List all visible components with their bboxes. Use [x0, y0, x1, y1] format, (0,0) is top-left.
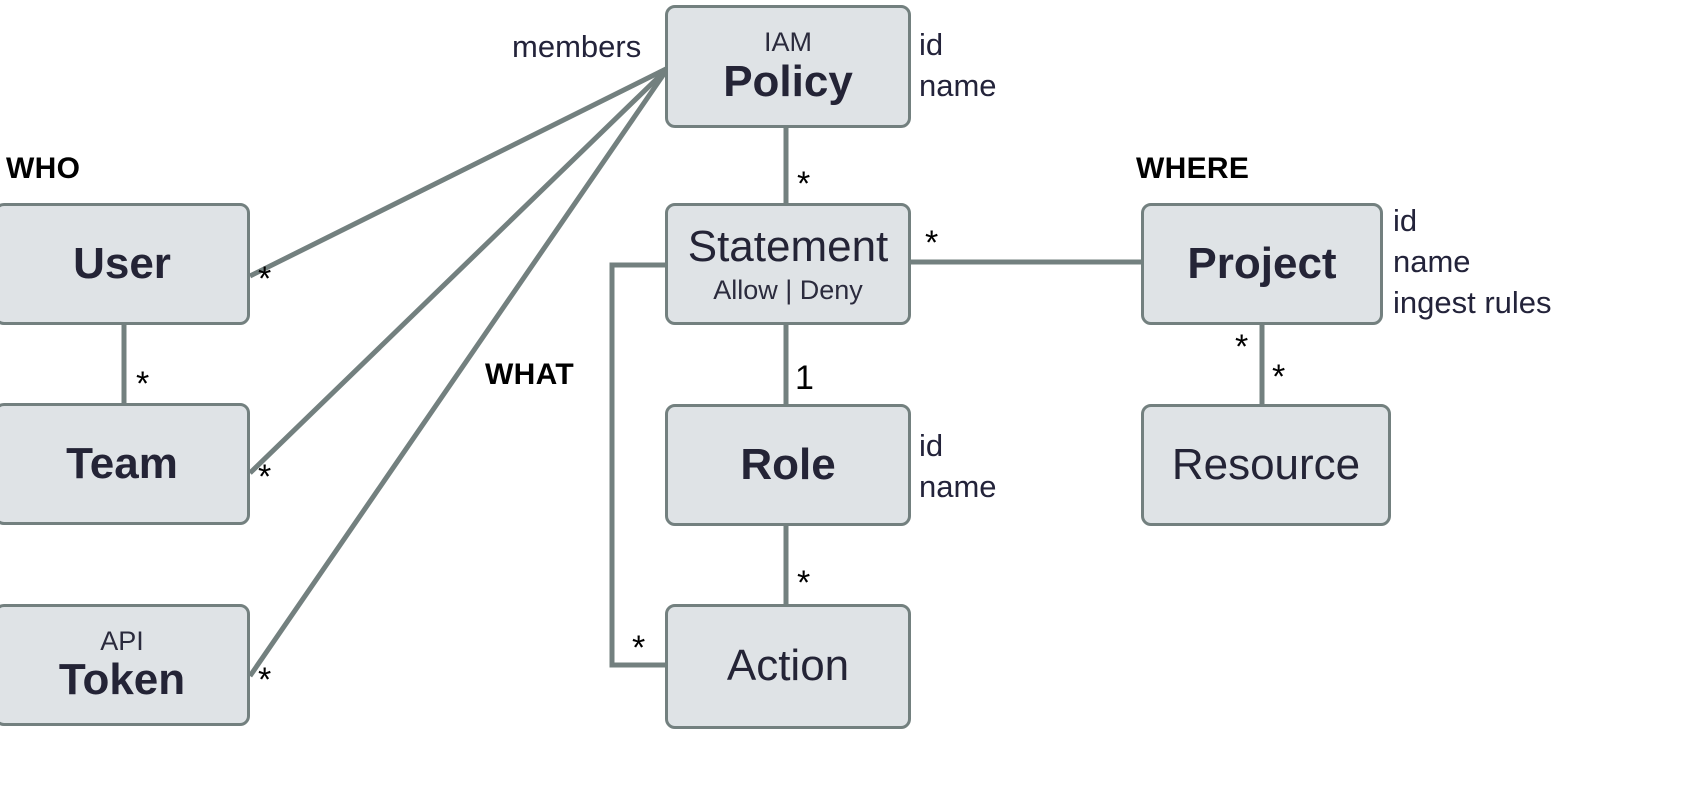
edge-statement-action: [609, 262, 665, 668]
multiplicity-user-policy: *: [258, 260, 272, 298]
node-team-title: Team: [66, 438, 178, 488]
multiplicity-user-team: *: [136, 365, 150, 403]
node-role[interactable]: Role: [665, 404, 911, 526]
node-resource-title: Resource: [1171, 439, 1361, 489]
node-project-title: Project: [1187, 238, 1337, 288]
node-statement[interactable]: Statement Allow | Deny: [665, 203, 911, 325]
multiplicity-statement-role: 1: [795, 359, 814, 397]
group-label-what: WHAT: [485, 358, 574, 391]
node-project[interactable]: Project: [1141, 203, 1383, 325]
node-policy-kicker: IAM: [763, 27, 812, 58]
node-api-token[interactable]: API Token: [0, 604, 250, 726]
edge-user-policy: [248, 65, 670, 279]
edge-label-members: members: [512, 29, 642, 64]
multiplicity-project-resource-bottom: *: [1272, 358, 1286, 396]
multiplicity-team-policy: *: [258, 458, 272, 496]
node-team[interactable]: Team: [0, 403, 250, 525]
multiplicity-token-policy: *: [258, 661, 272, 699]
edge-team-policy: [248, 66, 670, 475]
node-user[interactable]: User: [0, 203, 250, 325]
node-action-title: Action: [726, 641, 850, 691]
node-api-token-kicker: API: [100, 625, 144, 656]
node-policy-title: Policy: [723, 56, 853, 106]
multiplicity-policy-statement: *: [797, 165, 811, 203]
node-user-title: User: [73, 238, 171, 288]
multiplicity-role-action: *: [797, 564, 811, 602]
node-policy[interactable]: IAM Policy: [665, 5, 911, 128]
group-label-where: WHERE: [1136, 152, 1250, 185]
group-label-who: WHO: [6, 152, 81, 185]
node-statement-subtitle: Allow | Deny: [713, 274, 863, 305]
node-resource[interactable]: Resource: [1141, 404, 1391, 526]
multiplicity-project-resource-top: *: [1235, 328, 1249, 366]
node-action[interactable]: Action: [665, 604, 911, 729]
multiplicity-statement-project: *: [925, 224, 939, 262]
node-role-title: Role: [740, 439, 836, 489]
multiplicity-statement-action: *: [632, 629, 646, 667]
node-api-token-title: Token: [58, 655, 186, 705]
node-statement-title: Statement: [687, 221, 889, 271]
edge-token-policy: [247, 66, 671, 678]
